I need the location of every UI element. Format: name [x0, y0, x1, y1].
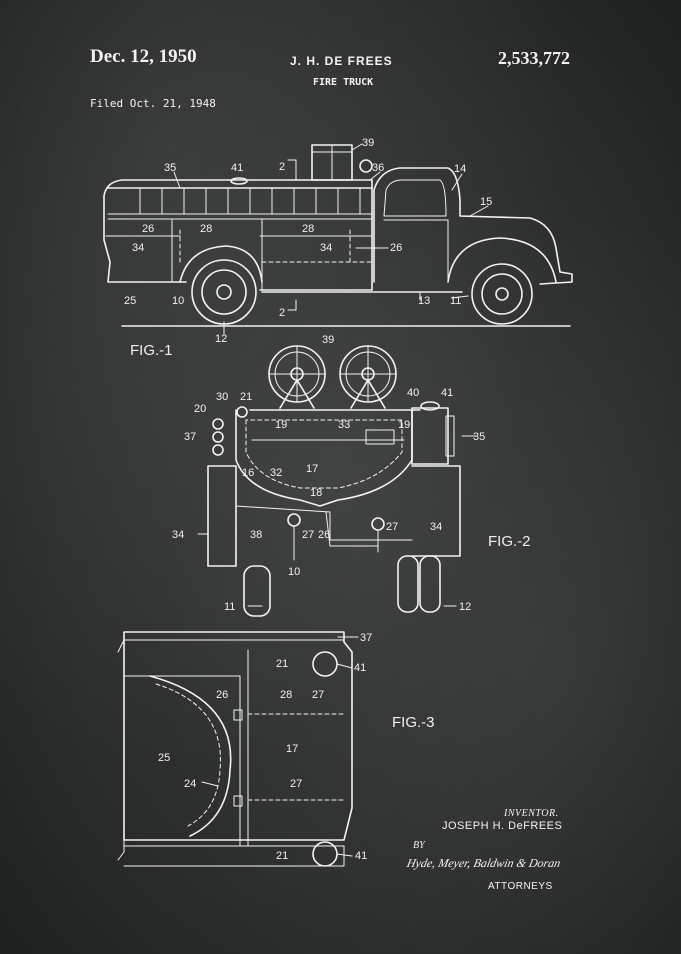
rear-fender [179, 245, 263, 283]
ref-numeral: 24 [184, 778, 196, 790]
ref-numeral: 12 [215, 333, 227, 345]
ref-numeral: 17 [286, 743, 298, 755]
ref-numeral: 34 [320, 242, 332, 254]
rear-tire-left [243, 565, 271, 617]
ref-numeral: 35 [473, 431, 485, 443]
curved-partition [149, 675, 232, 837]
front-fender [447, 237, 557, 283]
ref-numeral: 39 [322, 334, 334, 346]
roof-light [230, 177, 248, 185]
ref-numeral: 19 [398, 419, 410, 431]
fig3-plan-view [117, 631, 353, 867]
fig1-label: FIG.-1 [130, 342, 173, 359]
ref-numeral: 10 [288, 566, 300, 578]
ref-numeral: 27 [302, 529, 314, 541]
cap-41-top [312, 651, 338, 677]
ref-numeral: 14 [454, 163, 466, 175]
ref-numeral: 20 [194, 403, 206, 415]
ref-numeral: 28 [280, 689, 292, 701]
water-tank [235, 409, 413, 507]
ref-numeral: 40 [407, 387, 419, 399]
fig2-rear-section [207, 345, 461, 617]
ref-numeral: 28 [302, 223, 314, 235]
ref-numeral: 16 [242, 467, 254, 479]
ref-numeral: 34 [132, 242, 144, 254]
inventor-name: JOSEPH H. DeFREES [442, 820, 563, 832]
ref-numeral: 28 [200, 223, 212, 235]
rear-tire-right-1 [397, 555, 419, 613]
patent-number: 2,533,772 [498, 48, 570, 68]
ref-numeral: 21 [240, 391, 252, 403]
ref-numeral: 34 [430, 521, 442, 533]
cab-and-hood [373, 167, 573, 285]
right-compartment [411, 465, 461, 557]
leader-lines [173, 143, 489, 857]
ref-numeral: 30 [216, 391, 228, 403]
ref-numeral: 26 [142, 223, 154, 235]
ref-numeral: 36 [372, 162, 384, 174]
by-label: BY [413, 840, 425, 851]
ref-numeral: 21 [276, 658, 288, 670]
cab-window [383, 179, 447, 217]
ref-numeral: 21 [276, 850, 288, 862]
rear-tire-right-2 [419, 555, 441, 613]
ref-numeral: 25 [124, 295, 136, 307]
ladder-rungs [139, 187, 361, 215]
ref-numeral: 37 [360, 632, 372, 644]
ref-numeral: 37 [184, 431, 196, 443]
inventor-label: INVENTOR. [504, 808, 559, 819]
left-compartment [207, 465, 237, 567]
ref-numeral: 34 [172, 529, 184, 541]
ref-numeral: 38 [250, 529, 262, 541]
ref-numeral: 25 [158, 752, 170, 764]
patent-date: Dec. 12, 1950 [90, 46, 197, 67]
fig2-label: FIG.-2 [488, 533, 531, 550]
ref-numeral: 12 [459, 601, 471, 613]
ref-numeral: 41 [355, 850, 367, 862]
ref-numeral: 27 [312, 689, 324, 701]
ref-numeral: 41 [231, 162, 243, 174]
patent-title: FIRE TRUCK [313, 77, 374, 88]
ref-numeral: 35 [164, 162, 176, 174]
ref-numeral: 39 [362, 137, 374, 149]
body-outline-plan [123, 631, 353, 841]
ref-numeral: 15 [480, 196, 492, 208]
ref-numeral: 41 [354, 662, 366, 674]
fig1-truck-side-view [103, 144, 573, 327]
ref-numeral: 10 [172, 295, 184, 307]
filed-date: Filed Oct. 21, 1948 [90, 97, 216, 110]
ref-numeral: 27 [386, 521, 398, 533]
ref-numeral: 2 [279, 161, 285, 173]
front-wheel [471, 263, 533, 325]
reference-numerals: 35 41 2 39 36 14 15 26 28 28 34 34 26 25… [124, 137, 492, 862]
ref-numeral: 26 [216, 689, 228, 701]
ref-numeral: 33 [338, 419, 350, 431]
attorney-signature: Hyde, Meyer, Baldwin & Doran [405, 856, 562, 870]
ref-numeral: 32 [270, 467, 282, 479]
ref-numeral: 27 [290, 778, 302, 790]
ref-numeral: 26 [318, 529, 330, 541]
rear-body-outline [103, 195, 187, 283]
ref-numeral: 2 [279, 307, 285, 319]
ref-numeral: 41 [441, 387, 453, 399]
inventor-header-name: J. H. DE FREES [290, 54, 393, 68]
ref-numeral: 11 [450, 295, 461, 307]
fig3-label: FIG.-3 [392, 714, 435, 731]
ref-numeral: 17 [306, 463, 318, 475]
attorneys-label: ATTORNEYS [488, 881, 553, 892]
ref-numeral: 13 [418, 295, 430, 307]
ref-numeral: 19 [275, 419, 287, 431]
ref-numeral: 26 [390, 242, 402, 254]
ref-numeral: 11 [224, 601, 235, 613]
ref-numeral: 18 [310, 487, 322, 499]
